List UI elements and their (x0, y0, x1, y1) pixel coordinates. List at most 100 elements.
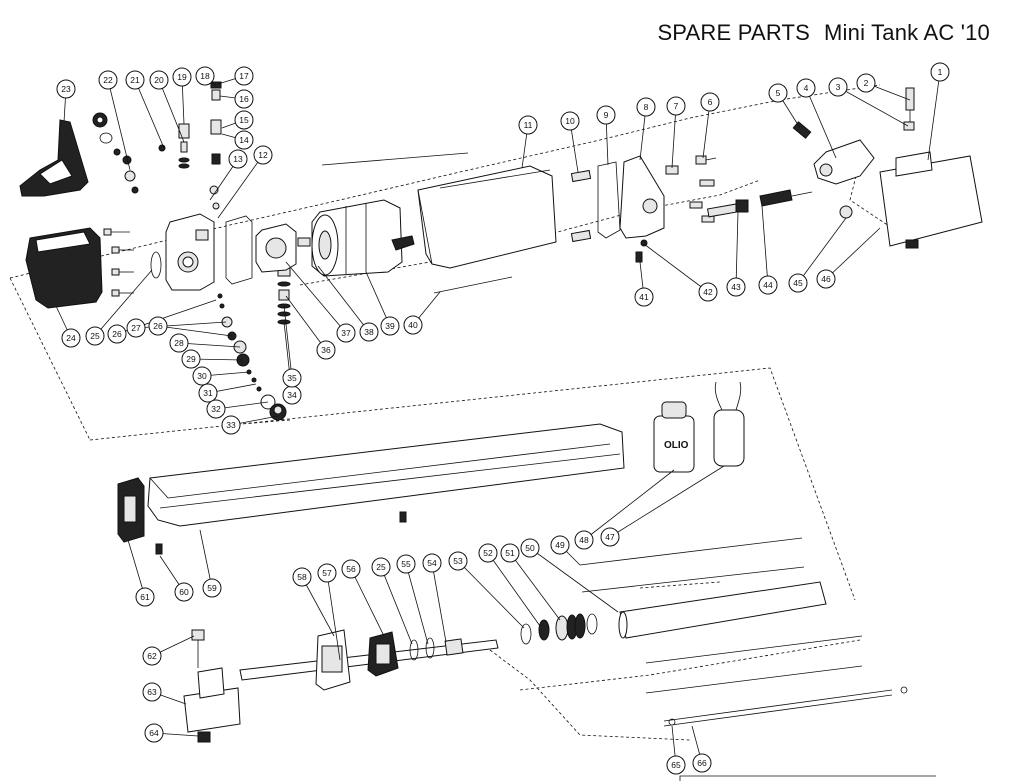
part-47-capacitor (713, 409, 745, 467)
callout-number: 57 (322, 568, 332, 578)
parts-top (19, 81, 983, 421)
callout-9: 9 (596, 105, 616, 125)
callout-32: 32 (206, 399, 226, 419)
callout-leader-45 (797, 217, 847, 284)
callout-leader-50 (529, 547, 619, 613)
callout-42: 42 (698, 282, 718, 302)
callout-3: 3 (828, 77, 848, 97)
callout-number: 6 (708, 97, 713, 107)
callout-11: 11 (518, 115, 538, 135)
callout-number: 52 (483, 548, 493, 558)
callout-26: 26 (107, 324, 127, 344)
callout-59: 59 (202, 578, 222, 598)
callout-47: 47 (600, 527, 620, 547)
callout-leader-57 (326, 572, 341, 661)
callout-leader-21 (134, 79, 165, 149)
part-23-handle-cover (19, 119, 89, 197)
callout-number: 32 (211, 404, 221, 414)
callout-21: 21 (125, 70, 145, 90)
callout-19: 19 (172, 67, 192, 87)
callout-20: 20 (149, 70, 169, 90)
callout-number: 44 (763, 280, 773, 290)
callout-62: 62 (142, 646, 162, 666)
callout-leader-36 (285, 295, 327, 351)
callout-number: 48 (579, 535, 589, 545)
callout-number: 25 (90, 331, 100, 341)
callout-number: 16 (239, 94, 249, 104)
callout-number: 3 (836, 82, 841, 92)
callout-number: 45 (793, 278, 803, 288)
callout-number: 30 (197, 371, 207, 381)
callout-number: 19 (177, 72, 187, 82)
callout-15: 15 (234, 110, 254, 130)
callout-33: 33 (221, 415, 241, 435)
callout-28: 28 (169, 333, 189, 353)
callout-number: 40 (408, 320, 418, 330)
callout-number: 35 (287, 373, 297, 383)
part-50-sleeve (619, 581, 827, 639)
callout-2: 2 (856, 73, 876, 93)
callout-leader-52 (487, 552, 541, 627)
callout-number: 15 (239, 115, 249, 125)
callout-leader-59 (199, 529, 213, 589)
callout-leader-51 (509, 552, 561, 621)
callout-leader-39 (365, 271, 391, 327)
part-4-release-lever (813, 139, 875, 185)
callout-number: 24 (66, 333, 76, 343)
callout-56: 56 (341, 559, 361, 579)
callout-50: 50 (520, 538, 540, 558)
callout-number: 50 (525, 543, 535, 553)
callout-number: 28 (174, 338, 184, 348)
callout-leader-53 (457, 560, 525, 629)
callout-52: 52 (478, 543, 498, 563)
callout-leader-28 (178, 342, 241, 348)
callout-number: 10 (565, 116, 575, 126)
callout-leader-42 (643, 243, 709, 293)
callout-leader-54 (431, 562, 447, 643)
callout-number: 1 (938, 67, 943, 77)
callout-22: 22 (98, 70, 118, 90)
callout-51: 51 (500, 543, 520, 563)
callout-29: 29 (181, 349, 201, 369)
callout-leader-56 (350, 568, 385, 637)
callout-number: 17 (239, 71, 249, 81)
callout-39: 39 (380, 316, 400, 336)
callout-24: 24 (61, 328, 81, 348)
callout-number: 25 (376, 562, 386, 572)
callout-number: 55 (401, 559, 411, 569)
callout-leader-7 (671, 105, 677, 169)
callout-7: 7 (666, 96, 686, 116)
callout-leader-25 (94, 269, 153, 337)
callout-13: 13 (228, 149, 248, 169)
callout-31: 31 (198, 383, 218, 403)
callout-number: 33 (226, 420, 236, 430)
callout-41: 41 (634, 287, 654, 307)
callout-63: 63 (142, 682, 162, 702)
callout-49: 49 (550, 535, 570, 555)
callout-number: 29 (186, 354, 196, 364)
callout-45: 45 (788, 273, 808, 293)
callout-64: 64 (144, 723, 164, 743)
callout-8: 8 (636, 97, 656, 117)
callout-58: 58 (292, 567, 312, 587)
callout-leader-12 (217, 154, 264, 219)
callout-leader-58 (301, 576, 335, 637)
callout-leader-37 (285, 261, 347, 334)
callout-61: 61 (135, 587, 155, 607)
callout-number: 34 (287, 390, 297, 400)
callout-17: 17 (234, 66, 254, 86)
callout-5: 5 (768, 83, 788, 103)
callout-number: 60 (179, 587, 189, 597)
callout-57: 57 (317, 563, 337, 583)
callout-number: 42 (703, 287, 713, 297)
callout-leader-55 (405, 563, 429, 645)
callout-number: 5 (776, 88, 781, 98)
title-model: Mini Tank AC '10 (824, 20, 990, 45)
callout-16: 16 (234, 89, 254, 109)
part-59-profile (147, 423, 625, 527)
part-11-tube-housing (417, 165, 557, 269)
callout-number: 18 (200, 71, 210, 81)
callout-1: 1 (930, 62, 950, 82)
